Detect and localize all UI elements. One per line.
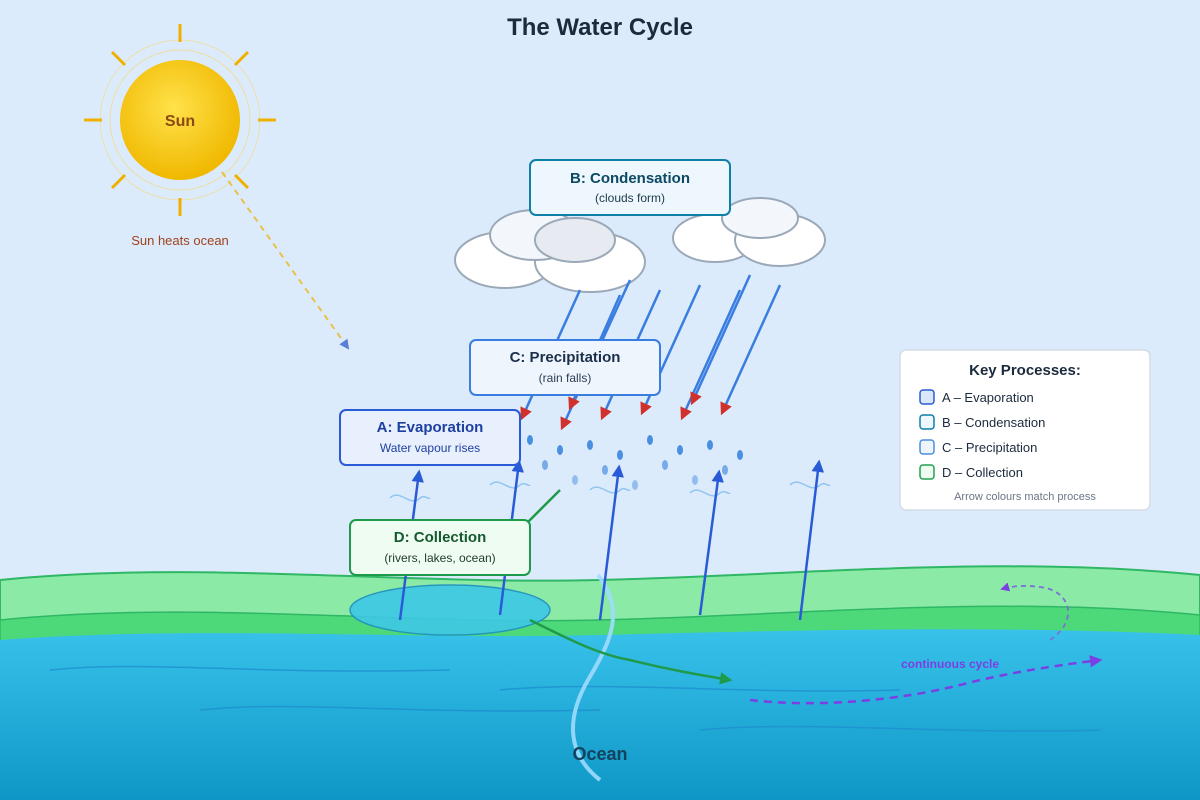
sun-rays xyxy=(84,24,276,216)
cycle-return-arrow xyxy=(1000,582,1069,641)
evaporation-title: A: Evaporation xyxy=(377,419,484,436)
sun-caption: Sun heats ocean xyxy=(131,233,229,248)
legend-item-evaporation: A – Evaporation xyxy=(942,390,1034,405)
vapour-squiggles xyxy=(389,481,831,502)
legend-swatch-precipitation xyxy=(919,439,935,455)
precipitation-box: C: Precipitation (rain falls) xyxy=(469,339,661,396)
rain-drops xyxy=(527,435,743,490)
page-title: The Water Cycle xyxy=(507,14,693,41)
legend-note: Arrow colours match process xyxy=(954,491,1096,503)
collection-subtitle: (rivers, lakes, ocean) xyxy=(384,551,495,565)
collection-connector xyxy=(527,489,561,523)
collection-title: D: Collection xyxy=(394,529,487,546)
cycle-arrow xyxy=(749,655,1103,705)
legend-swatch-evaporation xyxy=(919,389,935,405)
collection-box: D: Collection (rivers, lakes, ocean) xyxy=(349,519,531,576)
runoff-arrow xyxy=(529,618,733,685)
precipitation-title: C: Precipitation xyxy=(510,349,621,366)
legend-item-condensation: B – Condensation xyxy=(942,415,1045,430)
legend: Key Processes: A – Evaporation B – Conde… xyxy=(899,349,1151,511)
cloud-left xyxy=(454,209,646,293)
condensation-box: B: Condensation (clouds form) xyxy=(529,159,731,216)
ocean-waves xyxy=(49,665,1101,732)
legend-swatch-collection xyxy=(919,464,935,480)
condensation-subtitle: (clouds form) xyxy=(595,191,665,205)
legend-swatch-condensation xyxy=(919,414,935,430)
lake xyxy=(349,584,551,636)
evaporation-box: A: Evaporation Water vapour rises xyxy=(339,409,521,466)
legend-item-collection: D – Collection xyxy=(942,465,1023,480)
sun-label: Sun xyxy=(165,113,195,130)
ocean xyxy=(0,629,1200,800)
sun-heat-arrow xyxy=(221,171,350,350)
sun: Sun xyxy=(84,24,276,216)
legend-title: Key Processes: xyxy=(969,362,1081,379)
river xyxy=(571,573,616,782)
cloud-right xyxy=(672,197,826,267)
sun-disc xyxy=(120,60,240,180)
legend-panel xyxy=(899,349,1151,511)
cycle-label: continuous cycle xyxy=(901,657,999,671)
evaporation-subtitle: Water vapour rises xyxy=(380,441,480,455)
condensation-title: B: Condensation xyxy=(570,170,690,187)
legend-item-precipitation: C – Precipitation xyxy=(942,440,1037,455)
precipitation-subtitle: (rain falls) xyxy=(539,371,592,385)
ocean-label: Ocean xyxy=(572,744,627,764)
